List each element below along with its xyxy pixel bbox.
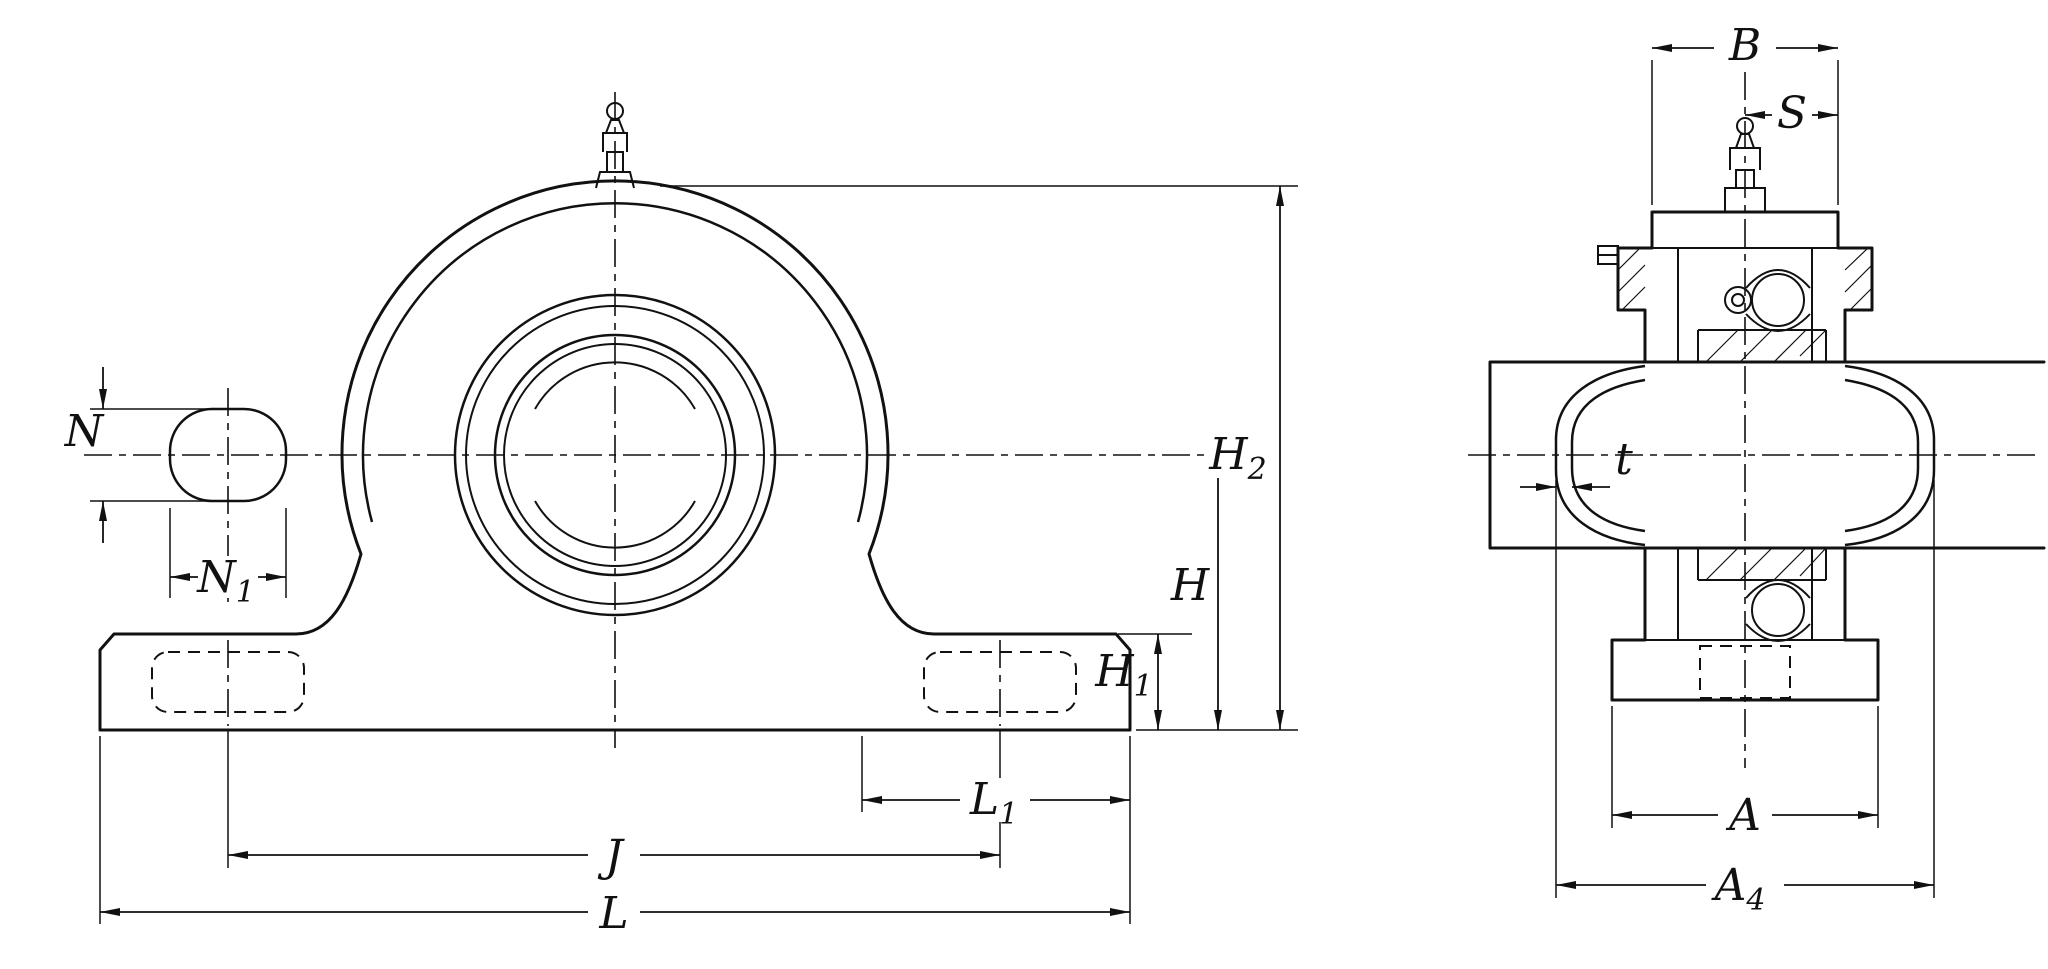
dim-label-L: L — [598, 888, 628, 939]
dim-H2 — [660, 185, 1298, 731]
dim-label-A: A — [1725, 790, 1761, 841]
housing-inner-walls — [1677, 248, 1813, 640]
label-backing — [198, 556, 258, 598]
label-backing — [1706, 863, 1784, 907]
label-backing — [1714, 24, 1776, 68]
label-backing — [1772, 93, 1812, 135]
dim-label-t: t — [1615, 434, 1633, 485]
dim-label-H1: H1 — [1094, 646, 1152, 704]
label-backing — [1718, 793, 1772, 837]
bottom-ball — [1751, 583, 1805, 637]
label-backing — [960, 778, 1030, 822]
set-screw — [1724, 286, 1752, 314]
dim-label-B: B — [1728, 20, 1761, 71]
dim-label-H: H — [1170, 560, 1211, 611]
front-view — [84, 92, 1298, 924]
dim-label-L1: L1 — [969, 774, 1018, 832]
set-screw-socket — [1731, 293, 1745, 307]
dim-N — [90, 367, 214, 543]
dim-label-A4: A4 — [1711, 860, 1766, 918]
label-backing — [588, 833, 640, 877]
dim-label-S: S — [1777, 88, 1807, 139]
dimension-labels: N N1 H2 H H1 L1 J L B S t A A4 — [64, 20, 1812, 939]
dim-label-N1: N1 — [196, 552, 255, 610]
dim-label-H2: H2 — [1208, 429, 1266, 487]
label-backing — [588, 890, 640, 934]
dim-label-N: N — [64, 406, 105, 457]
housing-outline — [98, 179, 1132, 732]
flange-clip — [1597, 245, 1619, 265]
dim-H1 — [1118, 633, 1192, 730]
side-view — [1468, 44, 2046, 898]
label-backing — [1208, 432, 1276, 478]
top-ball — [1751, 273, 1805, 327]
inner-ring-sections — [1617, 247, 1873, 581]
